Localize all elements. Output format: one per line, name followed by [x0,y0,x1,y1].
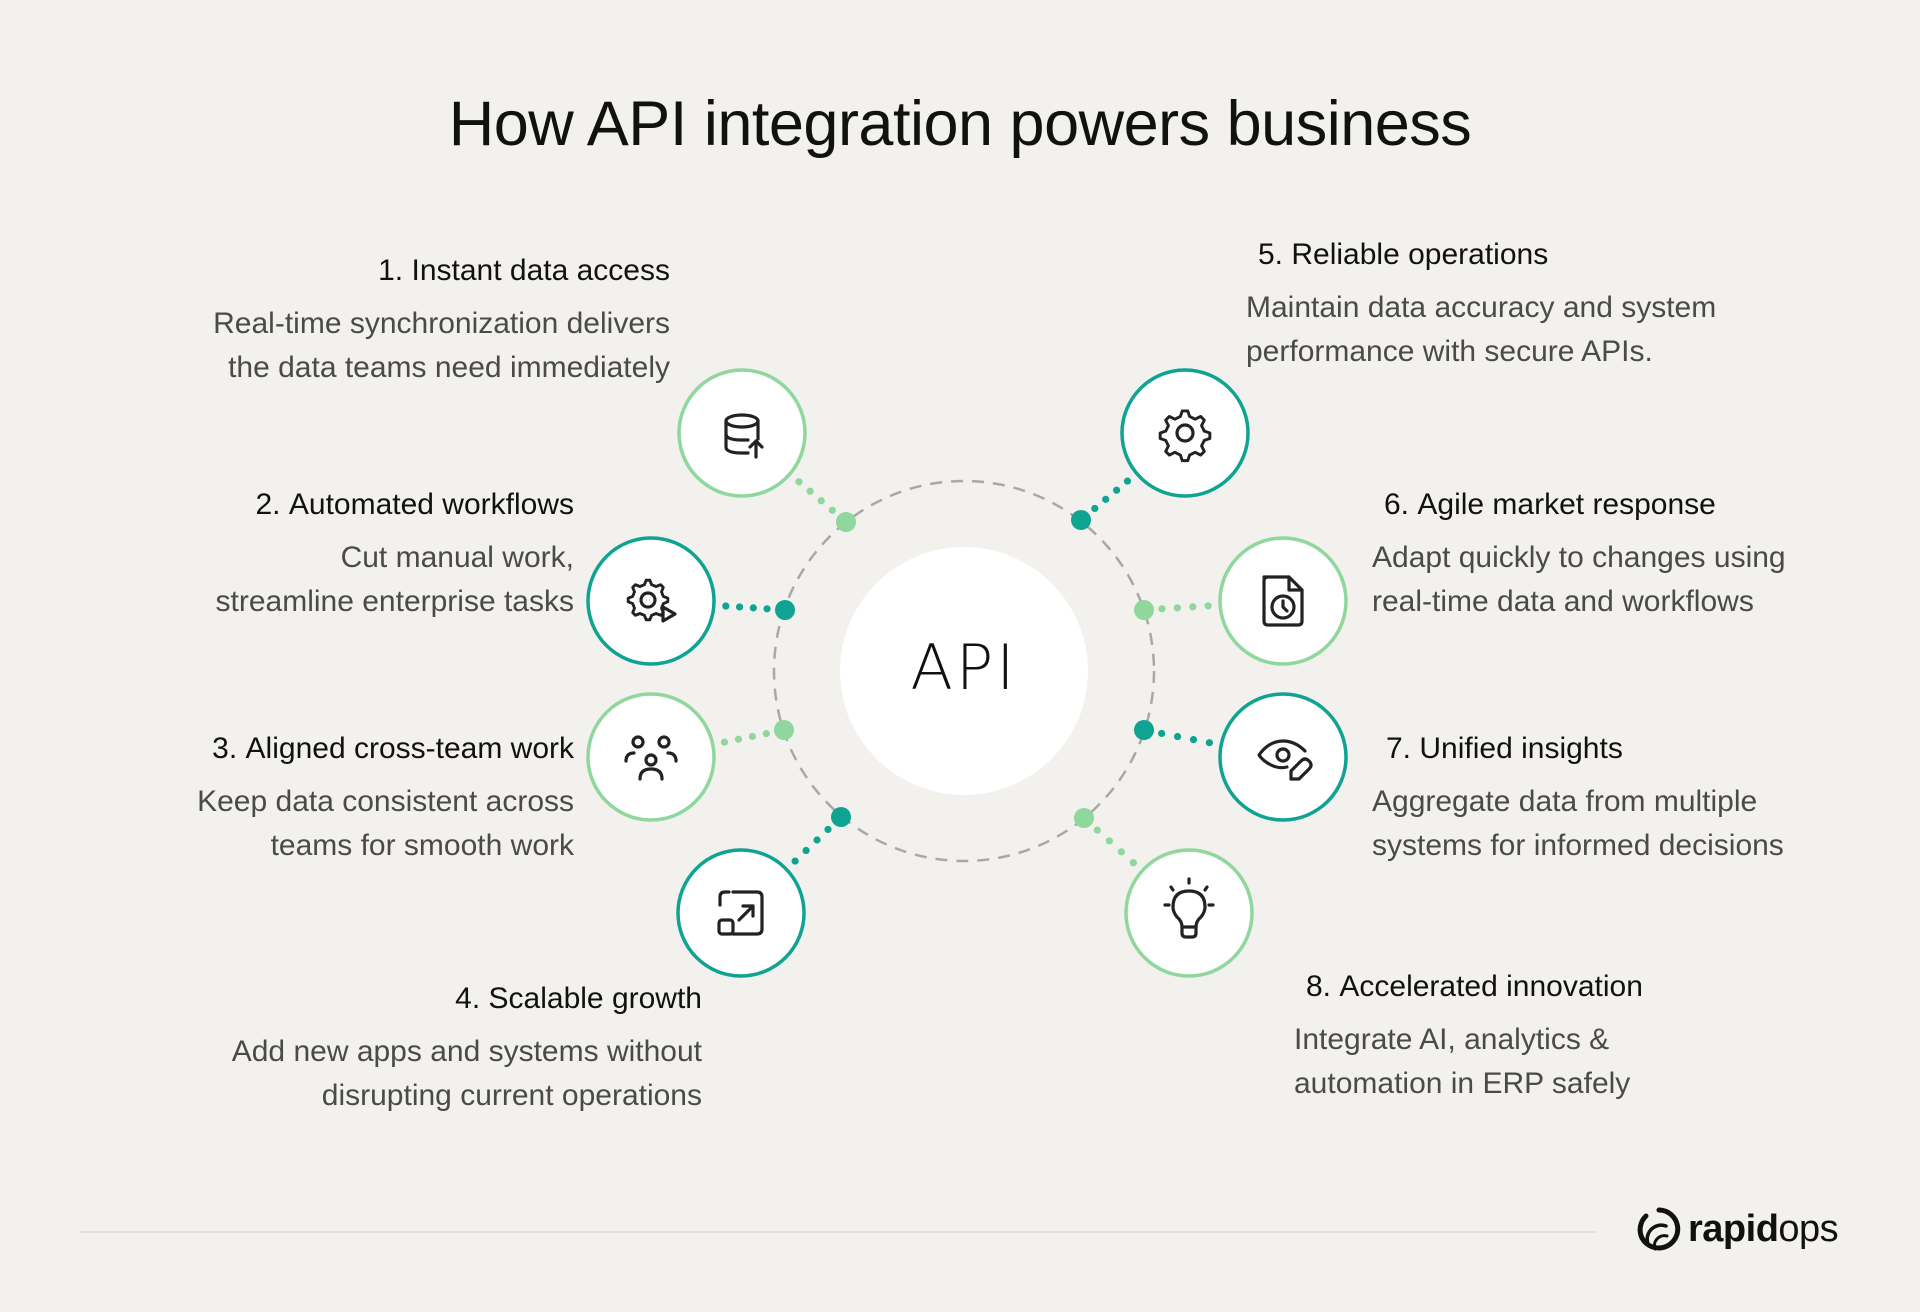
rapidops-logo-mark-icon [1637,1207,1681,1251]
benefit-title: 8. Accelerated innovation [1306,970,1643,1003]
connector-dot [1173,732,1182,741]
connector-dot [806,487,814,495]
connector-dot [1105,837,1113,845]
connector-dot [817,497,825,505]
benefit-title: 2. Automated workflows [255,488,575,521]
benefit-title: 5. Reliable operations [1258,238,1549,271]
connector-dot [748,732,757,741]
icon-circle-7 [1218,692,1348,822]
connector-dot [735,603,744,611]
connector-dot [813,836,821,844]
ring-node [1134,720,1154,740]
dashed-ring [772,479,1156,863]
ring-node [1134,600,1154,620]
ring-node [775,600,795,620]
icon-circle-5 [1120,368,1250,498]
benefit-2: 2. Automated workflows Cut manual work,s… [14,486,574,624]
benefit-title: 6. Agile market response [1384,488,1716,521]
benefit-8: 8. Accelerated innovation Integrate AI, … [1294,968,1854,1106]
icon-circle-8 [1124,848,1254,978]
benefit-7: 7. Unified insights Aggregate data from … [1372,730,1920,868]
connector-dot [824,825,832,834]
database-upload-icon [724,413,764,459]
eye-edit-icon [1257,739,1313,781]
connector-dot [762,729,770,738]
icon-circle-4 [676,848,806,978]
connector-dot [1158,729,1166,738]
benefit-3: 3. Aligned cross-team work Keep data con… [14,730,574,868]
connector-dot [1129,859,1137,867]
connector-dot [1123,477,1132,485]
document-clock-icon [1262,575,1304,627]
icon-circle-3 [586,692,716,822]
connector-dot [791,857,799,865]
api-center-label: API [910,631,1018,704]
benefit-1: 1. Instant data access Real-time synchro… [110,252,670,390]
connector-dot [1093,826,1101,834]
icon-circle-2 [586,536,716,666]
gear-icon [1158,409,1212,463]
ring-node [1071,510,1091,530]
connector-dot [734,735,743,743]
gear-play-icon [626,578,677,623]
connector-dot [763,605,771,613]
benefit-title: 3. Aligned cross-team work [212,732,574,765]
ring-node [836,512,856,532]
expand-scale-icon [717,890,764,936]
icon-circle-6 [1218,536,1348,666]
connector-dot [1091,504,1099,513]
benefit-description: Integrate AI, analytics &automation in E… [1294,1023,1631,1100]
connector-dot [749,604,757,612]
connector-dot [1204,602,1212,610]
connector-dot [722,602,730,610]
connector-dot [828,506,836,514]
connector-dot [1117,848,1125,856]
ring-node [1074,808,1094,828]
footer-divider [80,1231,1596,1233]
ring-node [774,720,794,740]
benefit-4: 4. Scalable growth Add new apps and syst… [142,980,702,1118]
connector-dot [802,846,810,855]
team-users-icon [624,735,678,781]
logo-wordmark: rapidops [1688,1207,1839,1250]
page-title: How API integration powers business [448,89,1472,159]
benefit-6: 6. Agile market response Adapt quickly t… [1372,486,1920,624]
connector-dot [1205,739,1213,747]
rapidops-logo: rapidops [1636,1206,1839,1252]
connector-dot [1158,605,1166,613]
benefit-title: 4. Scalable growth [455,982,702,1015]
connector-dot [1173,604,1181,612]
connector-dot [795,478,803,486]
connector-dot [1189,736,1198,744]
connector-dot [1189,603,1197,611]
benefit-5: 5. Reliable operations Maintain data acc… [1246,236,1806,374]
api-hub-circle [840,547,1088,795]
lightbulb-icon [1163,877,1215,939]
connector-dot [720,738,729,746]
connector-dot [1102,495,1110,503]
benefit-title: 7. Unified insights [1386,732,1623,765]
ring-node [831,807,851,827]
benefit-title: 1. Instant data access [378,254,670,287]
icon-circle-1 [677,368,807,498]
connector-dot [1112,486,1121,494]
benefit-description: Cut manual work,streamline enterprise ta… [215,541,574,618]
